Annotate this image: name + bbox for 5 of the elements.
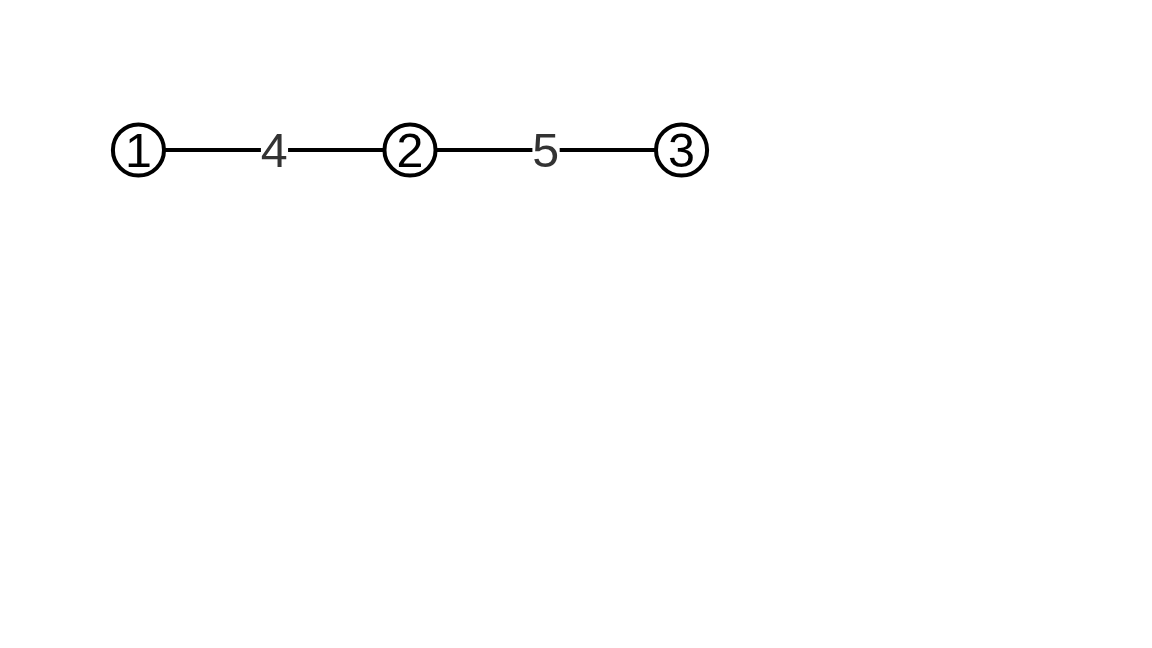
node-circle: 1: [110, 122, 167, 178]
edge-label: 4: [260, 123, 288, 177]
node-circle: 3: [653, 122, 710, 178]
node-circle: 2: [382, 122, 438, 178]
edge-label: 5: [532, 123, 560, 177]
